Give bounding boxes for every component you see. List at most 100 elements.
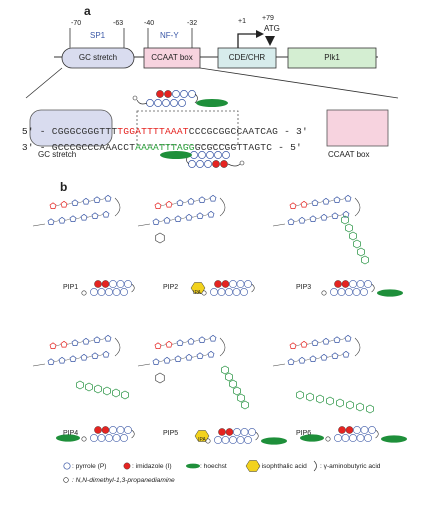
hoechst-ring	[237, 393, 245, 403]
ring-top	[49, 202, 57, 209]
bond	[169, 358, 176, 361]
ring-top	[322, 197, 330, 205]
ring-bottom	[320, 213, 328, 221]
bond	[193, 339, 200, 342]
tail-bond	[32, 363, 46, 367]
ring-bottom	[47, 358, 55, 365]
ring-bottom	[342, 350, 350, 358]
bond	[55, 344, 62, 347]
hoechst-ring	[121, 390, 129, 400]
ring-bottom	[47, 218, 55, 225]
hoechst-ring	[225, 372, 233, 382]
ring-top	[311, 339, 319, 346]
bond	[75, 357, 82, 360]
pyrrole-icon	[368, 426, 376, 434]
pyrrole-icon	[360, 288, 368, 296]
hoechst-icon	[377, 289, 403, 297]
bond	[304, 358, 311, 361]
ring-top	[176, 339, 184, 346]
bond	[202, 214, 209, 217]
pyrrole-icon	[240, 428, 249, 436]
legend-imidazole-icon	[123, 462, 131, 470]
pyrrole-icon	[105, 288, 113, 296]
pyrrole-icon	[120, 288, 128, 296]
bond	[99, 198, 106, 201]
bond	[204, 338, 211, 341]
ring-bottom	[196, 212, 204, 219]
pip6-label: PIP6	[296, 430, 312, 437]
binding-site-dashed-box	[136, 110, 239, 146]
position-plus1: +1	[238, 18, 246, 25]
pyrrole-icon	[116, 426, 125, 434]
imidazole-icon	[341, 280, 350, 288]
hoechst-ring	[316, 394, 324, 404]
bond	[337, 354, 344, 357]
hoechst-ring	[341, 215, 349, 225]
bond	[293, 360, 300, 363]
pyrrole-icon	[112, 288, 121, 296]
imidazole-icon	[94, 280, 102, 288]
ring-bottom	[342, 210, 350, 218]
hoechst-ring	[346, 400, 354, 410]
hoechst-icon	[56, 434, 80, 442]
gaba-linker-icon	[131, 429, 135, 439]
ring-bottom	[69, 355, 77, 362]
hoechst-ring	[76, 380, 84, 390]
bond	[317, 201, 324, 204]
pyrrole-icon	[105, 434, 113, 442]
bond	[191, 355, 198, 358]
ring-bottom	[196, 352, 204, 359]
bond	[53, 220, 60, 223]
pyrrole-icon	[229, 280, 237, 288]
legend-gaba: : γ-aminobutyric acid	[320, 463, 381, 470]
bond	[306, 202, 313, 205]
ring-top	[82, 197, 90, 205]
legend-pyrrole-icon	[63, 462, 71, 470]
dmpa-icon	[325, 436, 331, 442]
pyrrole-icon	[112, 434, 121, 442]
legend-dmpa: : N,N-dimethyl-1,3-propanediamine	[72, 477, 175, 484]
nfy-label: NF-Y	[160, 31, 179, 40]
ring-bottom	[152, 358, 160, 365]
pyrrole-icon	[109, 280, 117, 288]
turn-linker	[114, 337, 121, 357]
ring-top	[71, 339, 79, 346]
bond	[99, 338, 106, 341]
gc-seq-highlight	[29, 109, 113, 147]
ring-bottom	[331, 352, 339, 359]
turn-linker	[354, 197, 361, 217]
imidazole-icon	[214, 280, 222, 288]
hoechst-ring	[349, 231, 357, 241]
position-minus40: -40	[144, 20, 155, 27]
bond	[53, 360, 60, 363]
ring-bottom	[298, 356, 306, 364]
tail-bond	[272, 363, 286, 367]
bond	[315, 357, 322, 360]
position-plus79: +79	[262, 15, 274, 22]
bond	[64, 358, 71, 361]
pyrrole-icon	[349, 280, 357, 288]
ring-top	[93, 196, 101, 203]
ring-bottom	[174, 215, 182, 222]
pyrrole-icon	[116, 280, 125, 288]
cde-chr-box-label: CDE/CHR	[228, 53, 266, 62]
bond	[328, 339, 335, 342]
bound-pip-top	[132, 90, 228, 107]
imidazole-icon	[218, 428, 226, 436]
hoechst-ring	[85, 382, 93, 392]
pyrrole-icon	[244, 436, 252, 444]
pyrrole-icon	[217, 288, 226, 296]
pip5-label: PIP5	[163, 430, 179, 437]
ring-top	[60, 200, 68, 208]
ring-top	[311, 199, 319, 206]
turn-linker	[219, 197, 226, 217]
ring-bottom	[331, 212, 339, 219]
imidazole-icon	[345, 426, 354, 434]
ccaat-seq-highlight	[326, 109, 389, 147]
ring-top	[165, 200, 173, 208]
pyrrole-icon	[356, 280, 365, 288]
pyrrole-icon	[360, 426, 369, 434]
bond	[295, 344, 302, 347]
pyrrole-icon	[352, 288, 361, 296]
